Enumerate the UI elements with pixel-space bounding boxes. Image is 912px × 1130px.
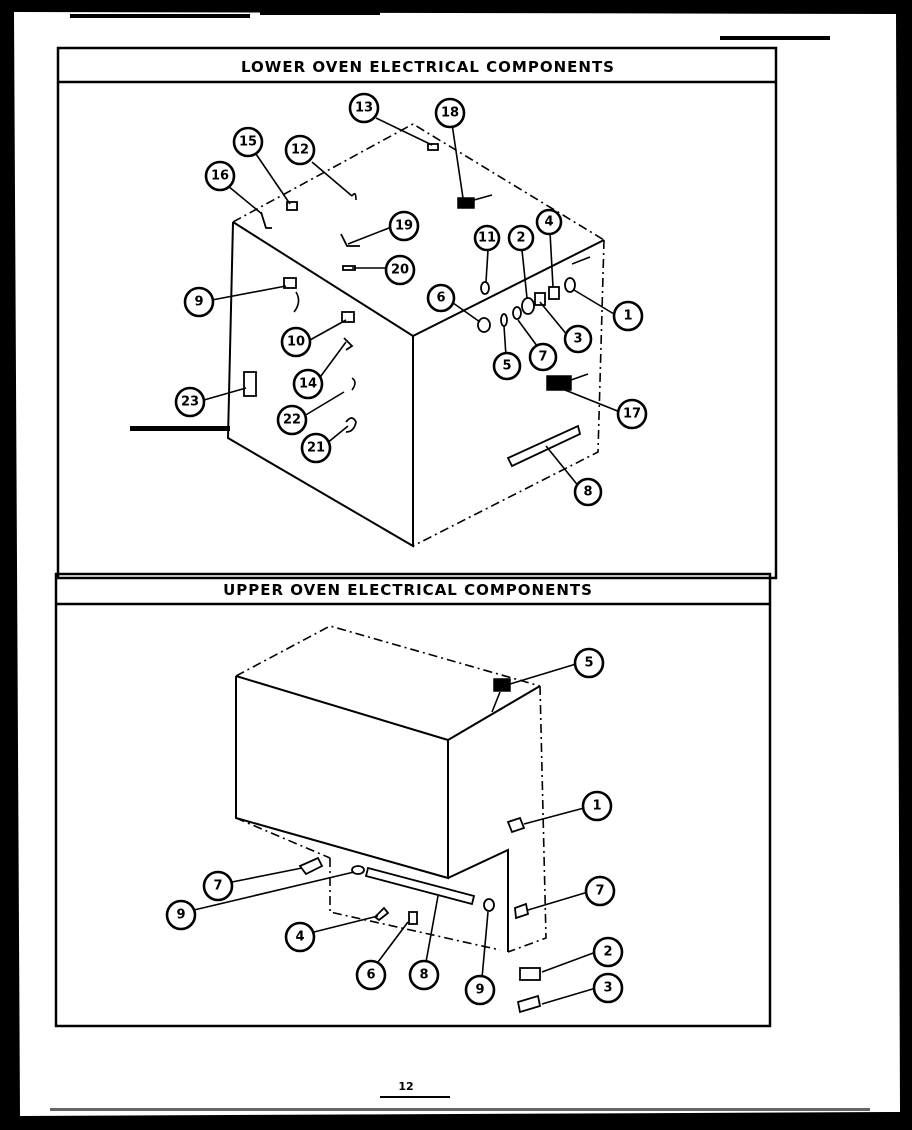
lower-callout-20: 20	[384, 254, 416, 286]
svg-text:14: 14	[299, 377, 317, 392]
lower-callout-1: 1	[612, 300, 644, 332]
svg-text:11: 11	[478, 231, 496, 246]
lower-parts	[243, 143, 591, 468]
svg-text:16: 16	[211, 169, 229, 184]
upper-panel-frame	[54, 572, 772, 1028]
page-number: 12	[398, 1080, 413, 1093]
svg-text:9: 9	[176, 908, 185, 923]
lower-callout-10: 10	[280, 326, 312, 358]
lower-callout-8: 8	[573, 477, 603, 507]
svg-text:5: 5	[584, 656, 593, 671]
upper-callout-4: 4	[284, 921, 316, 953]
lower-callout-21: 21	[300, 432, 332, 464]
upper-callout-5: 5	[573, 647, 605, 679]
svg-text:1: 1	[592, 799, 601, 814]
lower-callout-18: 18	[434, 97, 466, 129]
svg-text:18: 18	[441, 106, 459, 121]
lower-panel-title: LOWER OVEN ELECTRICAL COMPONENTS	[241, 58, 615, 76]
lower-callout-11: 11	[473, 224, 501, 252]
svg-text:4: 4	[295, 930, 304, 945]
svg-text:3: 3	[603, 981, 612, 996]
lower-callout-12: 12	[284, 134, 316, 166]
paper	[14, 12, 900, 1116]
upper-oven-panel: UPPER OVEN ELECTRICAL COMPONENTS	[54, 572, 772, 1028]
svg-text:3: 3	[573, 332, 582, 347]
svg-text:7: 7	[538, 350, 547, 365]
svg-text:10: 10	[287, 335, 305, 350]
lower-oven-box	[226, 123, 605, 548]
svg-text:6: 6	[436, 291, 445, 306]
upper-callout-7-right: 7	[584, 875, 616, 907]
upper-callout-3: 3	[592, 972, 624, 1004]
lower-callout-3: 3	[563, 324, 593, 354]
svg-text:15: 15	[239, 135, 257, 150]
svg-text:22: 22	[283, 413, 301, 428]
svg-text:9: 9	[194, 295, 203, 310]
lower-callout-22: 22	[276, 404, 308, 436]
svg-text:2: 2	[516, 231, 525, 246]
svg-text:13: 13	[355, 101, 373, 116]
lower-callout-4: 4	[535, 208, 563, 236]
svg-text:9: 9	[475, 983, 484, 998]
upper-parts	[298, 678, 542, 1014]
lower-callout-17: 17	[616, 398, 648, 430]
svg-text:5: 5	[502, 359, 511, 374]
svg-text:19: 19	[395, 219, 413, 234]
lower-leaders	[203, 117, 621, 489]
lower-callout-7: 7	[528, 342, 558, 372]
upper-callout-6: 6	[355, 959, 387, 991]
svg-text:23: 23	[181, 395, 199, 410]
lower-oven-panel: LOWER OVEN ELECTRICAL COMPONENTS	[56, 46, 778, 580]
lower-callout-5: 5	[492, 351, 522, 381]
svg-text:6: 6	[366, 968, 375, 983]
upper-callout-1: 1	[581, 790, 613, 822]
lower-panel-frame	[56, 46, 778, 580]
lower-callout-23: 23	[174, 386, 206, 418]
svg-text:7: 7	[595, 884, 604, 899]
upper-callout-7-left: 7	[202, 870, 234, 902]
upper-leaders	[193, 663, 597, 1005]
upper-panel-title: UPPER OVEN ELECTRICAL COMPONENTS	[223, 581, 593, 599]
lower-callout-14: 14	[292, 368, 324, 400]
lower-callout-13: 13	[348, 92, 380, 124]
lower-callout-16: 16	[204, 160, 236, 192]
lower-callout-19: 19	[388, 210, 420, 242]
svg-text:1: 1	[623, 309, 632, 324]
svg-text:21: 21	[307, 441, 325, 456]
lower-callout-15: 15	[232, 126, 264, 158]
svg-text:2: 2	[603, 945, 612, 960]
upper-callout-8: 8	[408, 959, 440, 991]
upper-oven-box	[235, 625, 547, 953]
upper-callout-2: 2	[592, 936, 624, 968]
lower-callout-6: 6	[426, 283, 456, 313]
svg-text:8: 8	[583, 485, 592, 500]
svg-text:12: 12	[291, 143, 309, 158]
svg-text:20: 20	[391, 263, 409, 278]
svg-text:17: 17	[623, 407, 641, 422]
svg-text:4: 4	[544, 215, 553, 230]
scan-noise	[50, 12, 870, 1111]
lower-callout-2: 2	[507, 224, 535, 252]
svg-text:7: 7	[213, 879, 222, 894]
lower-callout-9: 9	[183, 286, 215, 318]
upper-callout-9-right: 9	[464, 974, 496, 1006]
svg-text:8: 8	[419, 968, 428, 983]
upper-callout-9-left: 9	[165, 899, 197, 931]
